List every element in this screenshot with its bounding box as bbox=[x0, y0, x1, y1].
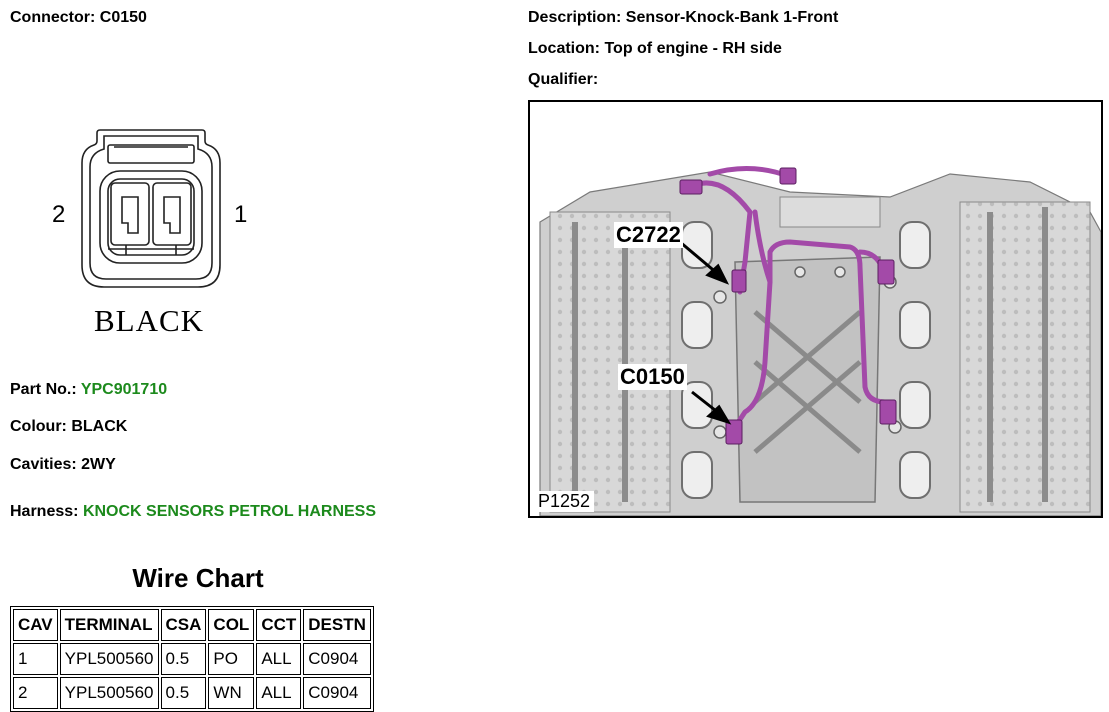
location-value: Top of engine - RH side bbox=[604, 40, 782, 57]
location-label: Location: bbox=[528, 40, 600, 57]
cell-destn: C0904 bbox=[303, 677, 371, 709]
part-no-label: Part No.: bbox=[10, 381, 77, 398]
connector-field: Connector: C0150 bbox=[10, 9, 147, 27]
engine-illustration bbox=[530, 102, 1101, 516]
qualifier-field: Qualifier: bbox=[528, 71, 598, 89]
wire-chart-table: CAV TERMINAL CSA COL CCT DESTN 1 YPL5005… bbox=[10, 606, 374, 712]
table-row: 2 YPL500560 0.5 WN ALL C0904 bbox=[13, 677, 371, 709]
connector-colour-caption: BLACK bbox=[94, 303, 205, 338]
cell-cav: 1 bbox=[13, 643, 58, 675]
callout-c2722: C2722 bbox=[614, 222, 683, 248]
cell-cct: ALL bbox=[256, 677, 302, 709]
table-row: 1 YPL500560 0.5 PO ALL C0904 bbox=[13, 643, 371, 675]
description-field: Description: Sensor-Knock-Bank 1-Front bbox=[528, 9, 838, 27]
header-destn: DESTN bbox=[303, 609, 371, 641]
cavities-label: Cavities: bbox=[10, 456, 77, 473]
harness-field: Harness: KNOCK SENSORS PETROL HARNESS bbox=[10, 503, 376, 521]
description-value: Sensor-Knock-Bank 1-Front bbox=[625, 9, 839, 26]
table-header-row: CAV TERMINAL CSA COL CCT DESTN bbox=[13, 609, 371, 641]
cell-cct: ALL bbox=[256, 643, 302, 675]
harness-link[interactable]: KNOCK SENSORS PETROL HARNESS bbox=[82, 503, 377, 520]
pin-1-label: 1 bbox=[234, 201, 248, 228]
pin-2-label: 2 bbox=[52, 201, 66, 228]
cell-cav: 2 bbox=[13, 677, 58, 709]
description-label: Description: bbox=[528, 9, 622, 26]
wire-chart-title: Wire Chart bbox=[132, 563, 264, 593]
connector-value: C0150 bbox=[99, 9, 147, 26]
location-field: Location: Top of engine - RH side bbox=[528, 40, 782, 58]
colour-field: Colour: BLACK bbox=[10, 418, 127, 436]
cell-col: PO bbox=[208, 643, 255, 675]
harness-label: Harness: bbox=[10, 503, 79, 520]
part-no-field: Part No.: YPC901710 bbox=[10, 381, 167, 399]
cell-csa: 0.5 bbox=[160, 677, 207, 709]
cell-destn: C0904 bbox=[303, 643, 371, 675]
cavities-field: Cavities: 2WY bbox=[10, 456, 116, 474]
header-cav: CAV bbox=[13, 609, 58, 641]
part-no-link[interactable]: YPC901710 bbox=[80, 381, 168, 398]
cell-col: WN bbox=[208, 677, 255, 709]
cell-terminal: YPL500560 bbox=[59, 677, 159, 709]
cell-terminal: YPL500560 bbox=[59, 643, 159, 675]
header-terminal: TERMINAL bbox=[59, 609, 159, 641]
qualifier-label: Qualifier: bbox=[528, 71, 599, 88]
header-col: COL bbox=[208, 609, 255, 641]
cell-csa: 0.5 bbox=[160, 643, 207, 675]
colour-value: BLACK bbox=[71, 418, 128, 435]
figure-id: P1252 bbox=[534, 491, 595, 512]
header-cct: CCT bbox=[256, 609, 302, 641]
callout-c0150: C0150 bbox=[618, 364, 687, 390]
connector-face-diagram bbox=[81, 129, 221, 288]
cavities-value: 2WY bbox=[81, 456, 116, 473]
header-csa: CSA bbox=[160, 609, 207, 641]
connector-label: Connector: bbox=[10, 9, 96, 26]
colour-label: Colour: bbox=[10, 418, 67, 435]
engine-location-image: C2722 C0150 P1252 bbox=[528, 100, 1103, 518]
